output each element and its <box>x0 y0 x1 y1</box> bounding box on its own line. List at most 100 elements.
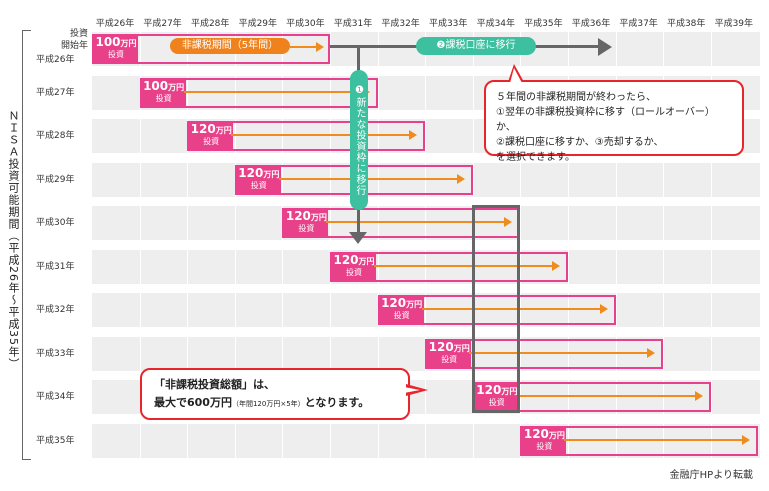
tax-pill-arrow <box>290 46 318 48</box>
amount-unit: 万円 <box>263 169 280 179</box>
year-tick: 平成35年 <box>524 19 563 29</box>
investment-period-box: 120万円投資 <box>520 425 759 456</box>
amount-sub: 投資 <box>441 354 458 364</box>
taxable-account-pill: ❷課税口座に移行 <box>416 37 536 55</box>
amount-sub: 投資 <box>108 50 124 59</box>
header-label: 投資 開始年 <box>38 28 88 52</box>
grid-line <box>330 28 331 460</box>
investment-amount-badge: 120万円投資 <box>236 165 281 193</box>
amount-sub: 投資 <box>298 224 315 233</box>
investment-amount-badge: 120万円投資 <box>332 252 376 280</box>
grid-line <box>425 28 427 460</box>
row-label: 平成31年 <box>36 261 75 272</box>
callout2-line1: 「非課税投資総額」は、 <box>154 378 275 391</box>
investment-amount-badge: 100万円投資 <box>94 36 138 62</box>
side-label: ＮＩＳＡ投資可能期間（平成26年〜平成35年） <box>7 110 20 370</box>
amount-sub: 投資 <box>346 267 362 277</box>
row-label: 平成30年 <box>36 218 75 228</box>
grid-line <box>520 28 522 460</box>
year-tick: 平成32年 <box>381 19 420 29</box>
callout-line-3: ②課税口座に移すか、③売却するか、 <box>496 137 664 148</box>
grid-line <box>377 28 379 460</box>
five-year-frame <box>472 205 520 413</box>
gray-arrowhead-right <box>598 38 612 56</box>
period-arrow <box>278 173 465 184</box>
investment-period-box: 120万円投資 <box>187 121 426 151</box>
period-arrow <box>516 391 703 401</box>
callout-line-2: ①翌年の非課税投資枠に移す（ロールオーバー）か、 <box>496 107 715 133</box>
amount-sub: 投資 <box>250 180 267 190</box>
callout-options: ５年間の非課税期間が終わったら、 ①翌年の非課税投資枠に移す（ロールオーバー）か… <box>484 80 744 163</box>
amount-unit: 万円 <box>453 343 470 353</box>
callout-line-1: ５年間の非課税期間が終わったら、 <box>496 92 656 103</box>
year-tick: 平成27年 <box>143 19 182 29</box>
header-label-1: 投資 <box>69 29 88 39</box>
new-frame-pill: ❶新たな投資枠に移行 <box>350 70 368 210</box>
investment-period-box: 120万円投資 <box>472 382 711 412</box>
amount-unit: 万円 <box>406 300 423 309</box>
investment-amount-badge: 120万円投資 <box>284 209 329 236</box>
callout-line-4: を選択できます。 <box>496 152 575 163</box>
period-arrow <box>374 260 560 271</box>
grid-line <box>710 28 712 460</box>
amount-sub: 投資 <box>488 398 505 407</box>
amount-value: 120 <box>428 339 454 354</box>
amount-value: 120 <box>333 252 359 267</box>
side-bracket <box>22 30 31 460</box>
investment-amount-badge: 120万円投資 <box>379 296 424 323</box>
amount-value: 120 <box>523 426 549 441</box>
period-arrow <box>326 217 513 227</box>
source-credit: 金融庁HPより転載 <box>669 470 753 481</box>
row-label: 平成34年 <box>36 392 75 402</box>
investment-period-box: 100万円投資 <box>139 77 378 108</box>
row-label: 平成35年 <box>36 435 75 446</box>
period-arrow <box>183 86 370 97</box>
investment-period-box: 120万円投資 <box>282 208 521 238</box>
amount-value: 120 <box>238 165 264 180</box>
amount-unit: 万円 <box>310 213 327 222</box>
amount-unit: 万円 <box>120 39 137 48</box>
period-arrow <box>564 434 751 445</box>
callout2-suffix: となります。 <box>304 396 370 409</box>
amount-value: 100 <box>143 78 169 93</box>
grid-line <box>187 28 189 460</box>
row-label: 平成28年 <box>36 131 75 141</box>
year-tick: 平成39年 <box>714 19 754 29</box>
row-label: 平成26年 <box>36 55 75 65</box>
period-arrow <box>421 304 608 314</box>
amount-sub: 投資 <box>155 93 172 103</box>
period-arrow <box>469 347 656 358</box>
year-tick: 平成29年 <box>238 19 278 29</box>
row-label: 平成29年 <box>36 174 75 185</box>
year-tick: 平成36年 <box>571 19 611 29</box>
amount-sub: 投資 <box>203 137 220 146</box>
row-label: 平成32年 <box>36 305 75 315</box>
callout-total: 「非課税投資総額」は、 最大で600万円（年間120万円×5年）となります。 <box>140 368 410 420</box>
amount-unit: 万円 <box>358 256 375 266</box>
tax-free-period-pill: 非課税期間（5年間） <box>170 38 290 54</box>
row-label: 平成27年 <box>36 87 75 98</box>
gray-arrowhead-down <box>349 232 367 244</box>
year-tick: 平成34年 <box>476 19 516 29</box>
callout2-line2: 最大で600万円（年間120万円×5年）となります。 <box>154 394 396 413</box>
row-label: 平成33年 <box>36 348 75 359</box>
year-tick: 平成37年 <box>619 19 658 29</box>
callout2-small: （年間120万円×5年） <box>231 400 305 408</box>
amount-unit: 万円 <box>215 126 232 135</box>
year-tick: 平成38年 <box>666 19 706 29</box>
grid-line <box>663 28 665 460</box>
amount-value: 120 <box>381 296 407 310</box>
investment-period-box: 120万円投資 <box>330 251 568 282</box>
callout1-tail-fill <box>510 68 522 83</box>
investment-period-box: 120万円投資 <box>377 295 616 325</box>
investment-period-box: 120万円投資 <box>425 338 664 369</box>
grid-line <box>234 28 236 460</box>
callout2-amount: 最大で600万円 <box>154 396 232 409</box>
investment-amount-badge: 120万円投資 <box>522 426 567 454</box>
investment-amount-badge: 120万円投資 <box>427 339 472 367</box>
grid-line <box>615 28 617 460</box>
year-tick: 平成26年 <box>95 19 135 29</box>
grid-line <box>139 28 141 460</box>
amount-value: 120 <box>285 209 311 223</box>
